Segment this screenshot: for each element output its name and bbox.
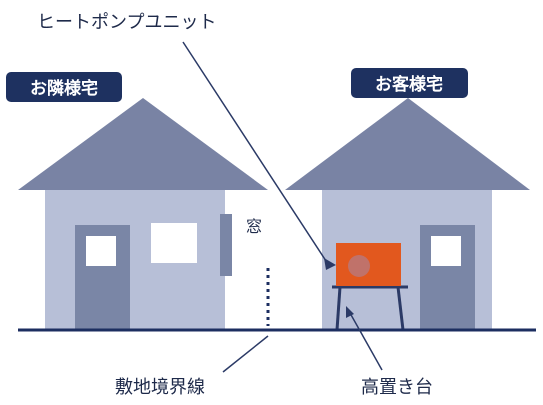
leader-heat-pump (182, 41, 329, 265)
customer-door-window (431, 236, 461, 266)
neighbor-roof (18, 98, 268, 190)
neighbor-house-badge: お隣様宅 (6, 72, 122, 102)
leader-stand (349, 312, 383, 371)
customer-house (285, 98, 530, 330)
customer-roof (285, 98, 530, 190)
property-boundary-label: 敷地境界線 (115, 377, 205, 398)
window-label: 窓 (246, 217, 262, 236)
elevated-stand-label: 高置き台 (361, 377, 433, 398)
neighbor-house (18, 98, 268, 330)
customer-house-badge: お客様宅 (351, 68, 468, 98)
heat-pump-unit (336, 243, 401, 286)
customer-house-label: お客様宅 (375, 74, 443, 95)
neighbor-house-label: お隣様宅 (30, 78, 98, 99)
neighbor-wall-strip (220, 214, 232, 276)
neighbor-window (151, 223, 197, 263)
leader-stand-arrowhead (346, 306, 354, 318)
neighbor-wall (45, 190, 225, 330)
leader-heat-pump-arrowhead (324, 258, 336, 270)
leader-boundary (222, 335, 269, 373)
heat-pump-fan (348, 255, 370, 277)
neighbor-door-window (86, 236, 116, 266)
elevated-stand (332, 285, 408, 331)
heat-pump-unit-label: ヒートポンプユニット (37, 12, 216, 33)
